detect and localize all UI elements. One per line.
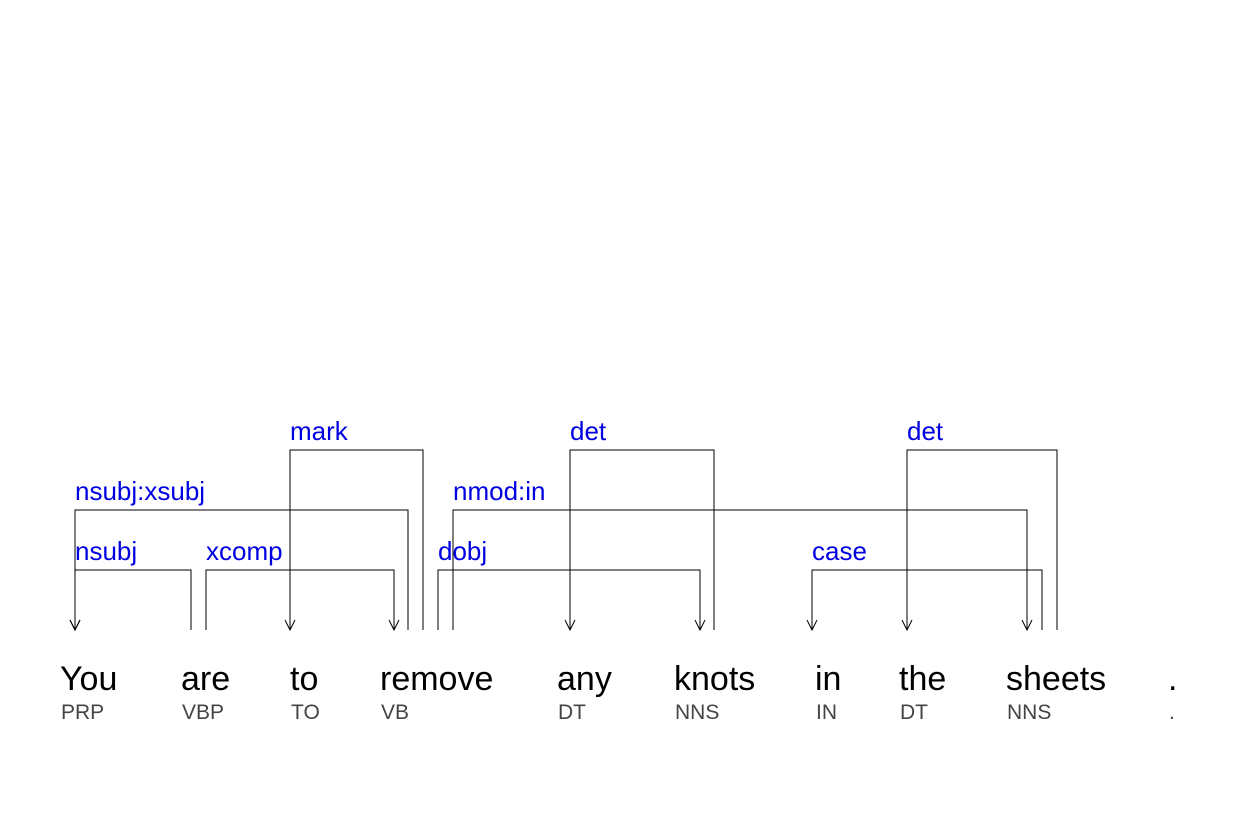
dependency-arc <box>74 509 409 630</box>
token-tag: DT <box>558 701 586 724</box>
arrowhead <box>69 619 81 632</box>
token-word: any <box>557 660 612 698</box>
token-word: in <box>815 660 841 698</box>
dependency-arc <box>906 449 1058 630</box>
token-tag: IN <box>816 701 837 724</box>
dependency-arc <box>569 449 715 630</box>
arrowhead <box>564 619 576 632</box>
dependency-labels: nsubj xcomp dobj case nsubj:xsubj nmod:in mark… <box>75 416 944 566</box>
dependency-label: nmod:in <box>453 476 546 506</box>
token-word: sheets <box>1006 660 1106 698</box>
token-tag: VBP <box>182 701 224 724</box>
arrowhead <box>694 619 706 632</box>
dependency-arc <box>437 569 701 630</box>
dependency-label: dobj <box>438 536 487 566</box>
dependency-arc <box>452 509 1028 630</box>
dependency-label: nsubj:xsubj <box>75 476 205 506</box>
dependency-label: det <box>570 416 607 446</box>
token-tag: . <box>1169 701 1175 724</box>
token-word: the <box>899 660 946 698</box>
arrowhead <box>388 619 400 632</box>
arrowhead <box>806 619 818 632</box>
dependency-label: nsubj <box>75 536 137 566</box>
arrowhead <box>1021 619 1033 632</box>
dependency-arc <box>74 569 192 630</box>
token-word: knots <box>674 660 755 698</box>
token-tag: NNS <box>675 701 719 724</box>
token-word: remove <box>380 660 493 698</box>
dependency-label: xcomp <box>206 536 283 566</box>
dependency-arc <box>289 449 424 630</box>
dependency-arcs <box>69 449 1058 632</box>
dependency-arc <box>205 569 395 630</box>
token-tag: VB <box>381 701 409 724</box>
token-tag: NNS <box>1007 701 1051 724</box>
token-word: . <box>1168 660 1177 698</box>
token-tag: TO <box>291 701 320 724</box>
token-tag: DT <box>900 701 928 724</box>
dependency-label: case <box>812 536 867 566</box>
token-word: are <box>181 660 230 698</box>
dependency-label: mark <box>290 416 349 446</box>
token-word: to <box>290 660 318 698</box>
arrowhead <box>284 619 296 632</box>
token-word: You <box>60 660 117 698</box>
dependency-label: det <box>907 416 944 446</box>
dependency-arc <box>811 569 1043 630</box>
arrowhead <box>901 619 913 632</box>
token-tag: PRP <box>61 701 104 724</box>
